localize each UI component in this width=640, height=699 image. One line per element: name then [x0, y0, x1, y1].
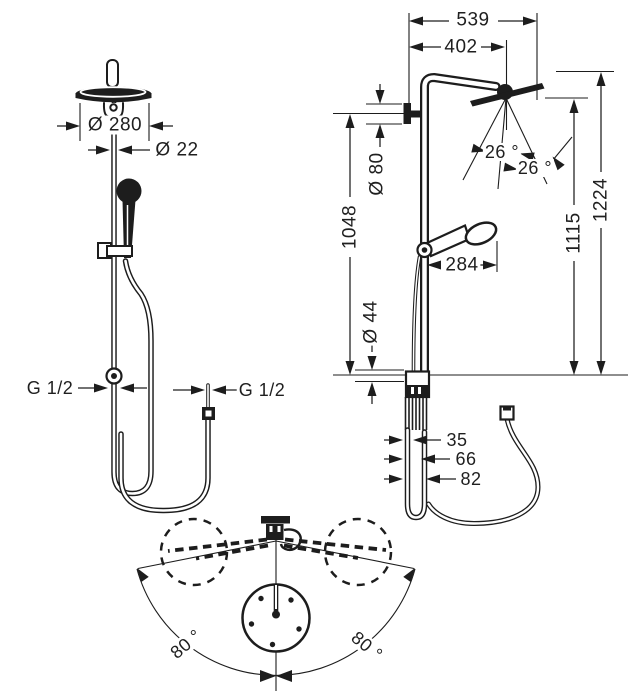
- overhead-shower-top: [241, 583, 311, 653]
- dim-hose-offset-2-label: 66: [453, 449, 479, 469]
- overhead-shower-front: [75, 59, 152, 118]
- dim-escutcheon-diameter-label: Ø 80: [366, 150, 388, 198]
- front-view: [57, 59, 238, 514]
- dim-head-diameter-label: Ø 280: [85, 114, 145, 136]
- connection-unit: [404, 370, 431, 430]
- dim-total-reach: [409, 16, 537, 26]
- dim-hand-shower-reach-label: 284: [443, 254, 481, 276]
- top-view: [136, 516, 416, 691]
- dim-height-to-head: [569, 99, 579, 375]
- dim-height-total-label: 1224: [590, 175, 612, 225]
- swivel-arc: [136, 568, 416, 676]
- swiveled-head-left: [159, 517, 229, 587]
- dim-hose-offsets: [384, 435, 456, 484]
- dim-pipe-diameter-label: Ø 22: [153, 139, 201, 161]
- dim-pipe-diameter: [88, 145, 150, 155]
- spray-angle-rays: [462, 97, 573, 190]
- wall-bracket-top: [261, 516, 302, 552]
- dim-connector-diameter: [367, 344, 377, 404]
- dim-connector-diameter-label: Ø 44: [360, 298, 382, 346]
- dim-inlet-left-label: G 1/2: [24, 378, 76, 398]
- dim-inlet-right-label: G 1/2: [236, 380, 288, 400]
- hand-shower-front: [116, 178, 142, 258]
- hand-shower-holder: [97, 242, 133, 259]
- dim-arm-reach-label: 402: [442, 36, 480, 58]
- swiveled-head-right: [323, 517, 393, 587]
- side-view: [333, 13, 628, 527]
- dim-escutcheon-diameter: [375, 84, 385, 147]
- dim-tilt-angles: [471, 143, 565, 172]
- dim-hose-offset-1-label: 35: [444, 430, 470, 450]
- overhead-shower-side: [470, 83, 545, 107]
- dim-total-reach-label: 539: [454, 9, 492, 31]
- dim-height-to-bracket-label: 1048: [339, 202, 361, 252]
- dim-inlet-right: [173, 385, 238, 395]
- dim-inlet-left: [78, 383, 147, 393]
- dim-tilt-angle-1-label: 26 °: [482, 142, 522, 162]
- dim-height-total: [596, 72, 606, 375]
- dim-arm-reach: [409, 42, 505, 52]
- dim-tilt-angle-2-label: 26 °: [515, 158, 555, 178]
- dim-hose-offset-3-label: 82: [458, 469, 484, 489]
- inlet-valve: [105, 367, 123, 385]
- hand-shower-side: [416, 221, 498, 259]
- wall-bracket-side: [403, 103, 421, 124]
- dim-height-to-head-label: 1115: [563, 210, 585, 256]
- dim-head-diameter: [57, 121, 173, 131]
- dim-height-to-bracket: [345, 114, 355, 375]
